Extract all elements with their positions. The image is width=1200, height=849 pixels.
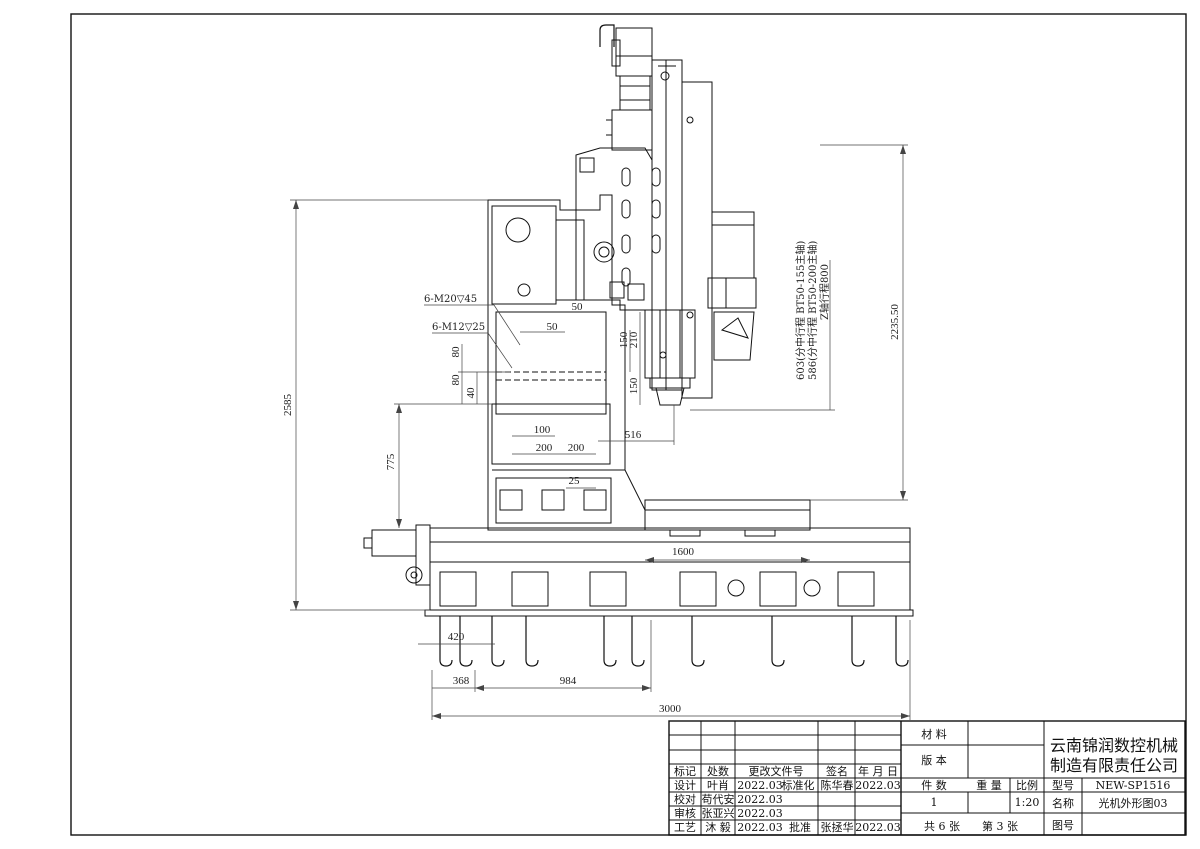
count-label: 件 数	[921, 779, 947, 792]
dim-200-b: 200	[568, 442, 585, 454]
dim-80-b: 80	[450, 374, 462, 386]
scale-value: 1:20	[1015, 796, 1040, 809]
dimension-labels: 2585 2235.50 775 1600 3000 984 368 420 5…	[282, 301, 901, 715]
spindle-motor	[599, 24, 653, 151]
dim-150-b: 150	[628, 377, 640, 394]
role-process: 工艺	[674, 821, 696, 834]
dim-2585: 2585	[282, 394, 294, 417]
date-standard: 2022.03	[855, 779, 901, 792]
person-design: 叶肖	[707, 778, 729, 792]
dimension-arrows	[293, 145, 910, 719]
version-label: 版 本	[921, 753, 947, 767]
work-table	[644, 499, 811, 537]
dim-25: 25	[569, 475, 581, 487]
dim-420: 420	[448, 631, 465, 643]
rev-mark-header: 标记	[674, 764, 696, 778]
person-process: 沐 毅	[705, 820, 731, 834]
date-review: 2022.03	[737, 807, 783, 820]
count-value: 1	[931, 796, 938, 809]
note-m20: 6-M20▽45	[424, 294, 477, 305]
dimension-lines	[290, 144, 911, 720]
dim-50: 50	[547, 321, 559, 333]
dim-516: 516	[625, 429, 642, 441]
role-design: 设计	[674, 779, 696, 792]
weight-label: 重 量	[976, 778, 1002, 792]
person-standard: 陈华春	[821, 778, 854, 792]
servo-motor-left	[363, 524, 431, 586]
dim-3000: 3000	[659, 703, 682, 715]
spindle-head-casting	[575, 147, 661, 311]
note-travel-2: 586(分中行程 BT50-200主轴)	[806, 241, 819, 380]
dim-200-a: 200	[536, 442, 553, 454]
machine-bed	[424, 527, 914, 617]
scale-label: 比例	[1016, 778, 1038, 792]
servo-motor-right	[707, 211, 757, 361]
dim-775: 775	[385, 453, 397, 470]
machine-column	[487, 194, 646, 531]
dim-150-a: 150	[618, 331, 630, 348]
dim-984: 984	[560, 675, 577, 687]
sheets-total: 共 6 张	[924, 820, 960, 833]
name-value: 光机外形图03	[1099, 796, 1168, 810]
dim-368: 368	[453, 675, 470, 687]
date-process: 2022.03	[737, 821, 783, 834]
dim-50-top: 50	[572, 301, 584, 313]
dim-100: 100	[534, 424, 551, 436]
person-check: 苟代安	[702, 792, 735, 806]
rev-doc-header: 更改文件号	[749, 764, 804, 778]
spindle-nose	[644, 309, 696, 406]
date-check: 2022.03	[737, 793, 783, 806]
date-approve: 2022.03	[855, 821, 901, 834]
dim-2235: 2235.50	[889, 304, 901, 340]
role-check: 校对	[674, 792, 696, 806]
drawing-frame	[70, 13, 1187, 836]
model-value: NEW-SP1516	[1096, 779, 1171, 792]
name-label: 名称	[1052, 796, 1074, 810]
role-standard: 标准化	[782, 778, 815, 792]
dim-210: 210	[628, 331, 640, 348]
person-review: 张亚兴	[702, 807, 735, 820]
z-axis-rail	[651, 59, 713, 399]
lifting-hooks	[439, 616, 909, 667]
rev-sign-header: 签名	[826, 764, 848, 778]
dim-80-a: 80	[450, 346, 462, 358]
drawing-notes: 6-M20▽45 6-M12▽25 603(分中行程 BT50-155主轴) 5…	[424, 241, 831, 380]
dim-40: 40	[465, 387, 477, 399]
drawing-no-label: 图号	[1052, 819, 1074, 832]
date-design: 2022.03	[737, 779, 783, 792]
note-travel-3: Z轴行程800	[818, 264, 831, 320]
title-block: 云南锦润数控机械 制造有限责任公司 材 料 版 本 件 数 重 量 比例 1 1…	[668, 720, 1186, 836]
dim-1600: 1600	[672, 546, 695, 558]
person-approve: 张拯华	[821, 820, 854, 834]
material-label: 材 料	[921, 727, 947, 741]
company-name-line1: 云南锦润数控机械	[1050, 736, 1178, 755]
model-label: 型号	[1052, 778, 1074, 792]
sheet-current: 第 3 张	[982, 819, 1018, 833]
machine-drawing	[363, 24, 914, 667]
role-approve: 批准	[789, 820, 811, 834]
rev-date-header: 年 月 日	[858, 764, 898, 778]
note-m12: 6-M12▽25	[432, 322, 485, 333]
company-name-line2: 制造有限责任公司	[1050, 756, 1178, 775]
role-review: 审核	[674, 806, 696, 820]
note-travel-1: 603(分中行程 BT50-155主轴)	[794, 241, 807, 380]
rev-count-header: 处数	[707, 765, 729, 778]
